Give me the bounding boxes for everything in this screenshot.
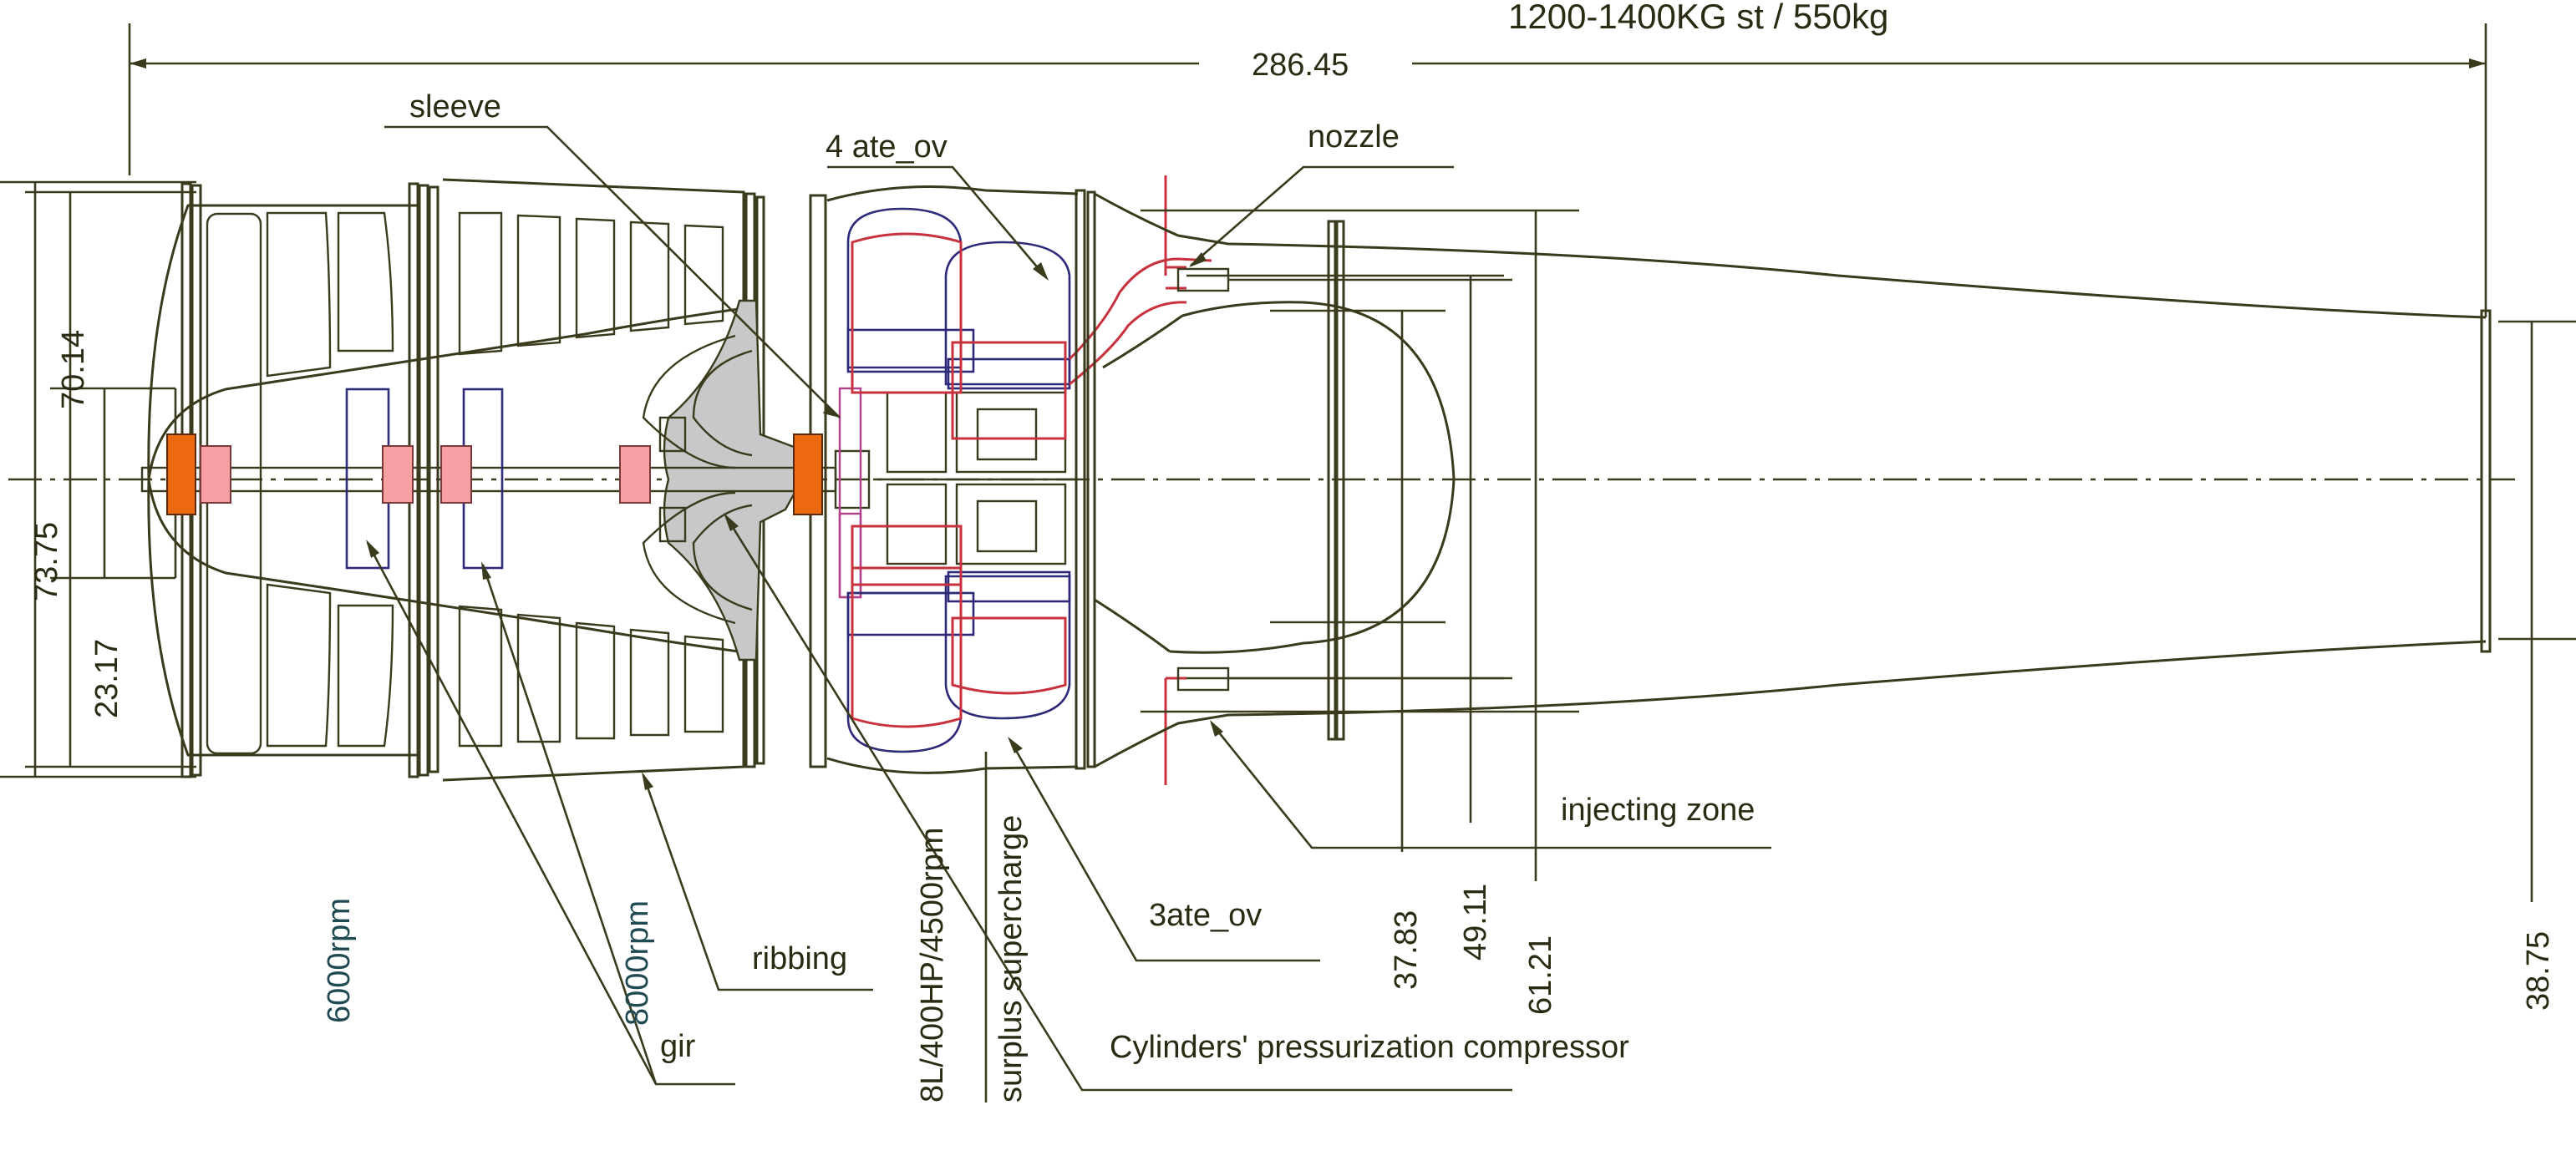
dimension-37-83: 37.83 xyxy=(1389,910,1424,990)
right-dimension-lines xyxy=(1141,209,2576,902)
label-3ate-ov: 3ate_ov xyxy=(1149,898,1262,933)
exhaust-nozzle xyxy=(1094,192,2492,768)
intake-fan-housing xyxy=(147,204,418,757)
label-engine-spec: 8L/400HP/4500rpm xyxy=(915,827,950,1103)
label-8000rpm: 8000rpm xyxy=(620,900,655,1026)
overall-length-dimension xyxy=(128,23,2487,317)
dimension-23-17: 23.17 xyxy=(89,639,124,718)
label-gir: gir xyxy=(660,1029,696,1064)
compressor-impeller xyxy=(642,299,804,662)
bearings xyxy=(166,433,823,515)
label-sleeve: sleeve xyxy=(409,89,501,124)
dimension-38-75: 38.75 xyxy=(2521,931,2556,1011)
dimension-70-14: 70.14 xyxy=(56,330,91,409)
label-4-ate-ov: 4 ate_ov xyxy=(826,129,948,165)
label-6000rpm: 6000rpm xyxy=(322,898,357,1023)
label-cylinders-compressor: Cylinders' pressurization compressor xyxy=(1110,1030,1629,1065)
main-shaft xyxy=(140,449,871,509)
label-injecting-zone: injecting zone xyxy=(1561,793,1755,828)
dimension-61-21: 61.21 xyxy=(1523,935,1558,1015)
diagram-title: 1200-1400KG st / 550kg xyxy=(1508,0,1888,36)
label-ribbing: ribbing xyxy=(752,941,847,976)
engine-pistons xyxy=(851,232,1067,728)
dimension-49-11: 49.11 xyxy=(1458,884,1493,961)
overall-length-value: 286.45 xyxy=(1252,48,1349,83)
left-dimension-lines xyxy=(0,180,196,778)
engine-cylinders xyxy=(846,207,1071,753)
leader-lines xyxy=(366,125,1771,1103)
label-nozzle: nozzle xyxy=(1308,119,1400,155)
combustor-flanges xyxy=(1075,189,1345,770)
dimension-73-75: 73.75 xyxy=(29,522,64,601)
label-surplus-supercharge: surplus supercharge xyxy=(993,815,1029,1103)
